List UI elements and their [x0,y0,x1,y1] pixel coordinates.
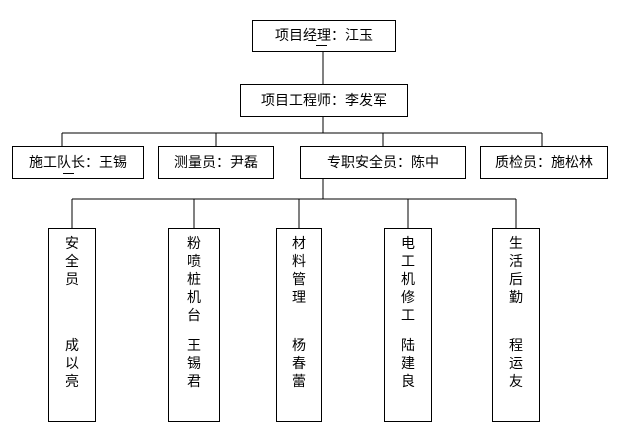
lead-label: 施工队长：王锡 [29,154,127,171]
lead-box-construction: 施工队长：王锡 [12,146,144,179]
team-member: 杨 春 蕾 [292,338,306,390]
lead-box-quality: 质检员：施松林 [480,146,608,179]
team-member: 王 锡 君 [187,338,201,390]
team-box-logistics: 生 活 后 勤 程 运 友 [492,228,540,422]
engineer-label: 项目工程师：李发军 [261,92,387,109]
manager-label: 项目经理：江玉 [275,28,373,44]
team-member: 成 以 亮 [65,338,79,390]
team-box-materials: 材 料 管 理 杨 春 蕾 [276,228,322,422]
team-role: 生 活 后 勤 [509,236,523,306]
team-role: 粉 喷 桩 机 台 [187,236,201,324]
lead-box-surveyor: 测量员：尹磊 [158,146,274,179]
team-box-safety: 安 全 员 成 以 亮 [48,228,96,422]
manager-box: 项目经理：江玉 [252,20,396,52]
lead-label: 质检员：施松林 [495,154,593,171]
team-role: 电 工 机 修 工 [401,236,415,324]
team-member: 陆 建 良 [401,338,415,390]
engineer-box: 项目工程师：李发军 [240,84,408,117]
team-member: 程 运 友 [509,338,523,390]
cursor-mark [316,45,327,46]
lead-label: 专职安全员：陈中 [327,154,439,171]
team-box-electrician: 电 工 机 修 工 陆 建 良 [384,228,432,422]
team-role: 安 全 员 [65,236,79,288]
lead-label: 测量员：尹磊 [174,154,258,171]
lead-box-safety: 专职安全员：陈中 [300,146,466,179]
team-box-pile-rig: 粉 喷 桩 机 台 王 锡 君 [168,228,220,422]
cursor-mark [63,173,74,174]
team-role: 材 料 管 理 [292,236,306,306]
